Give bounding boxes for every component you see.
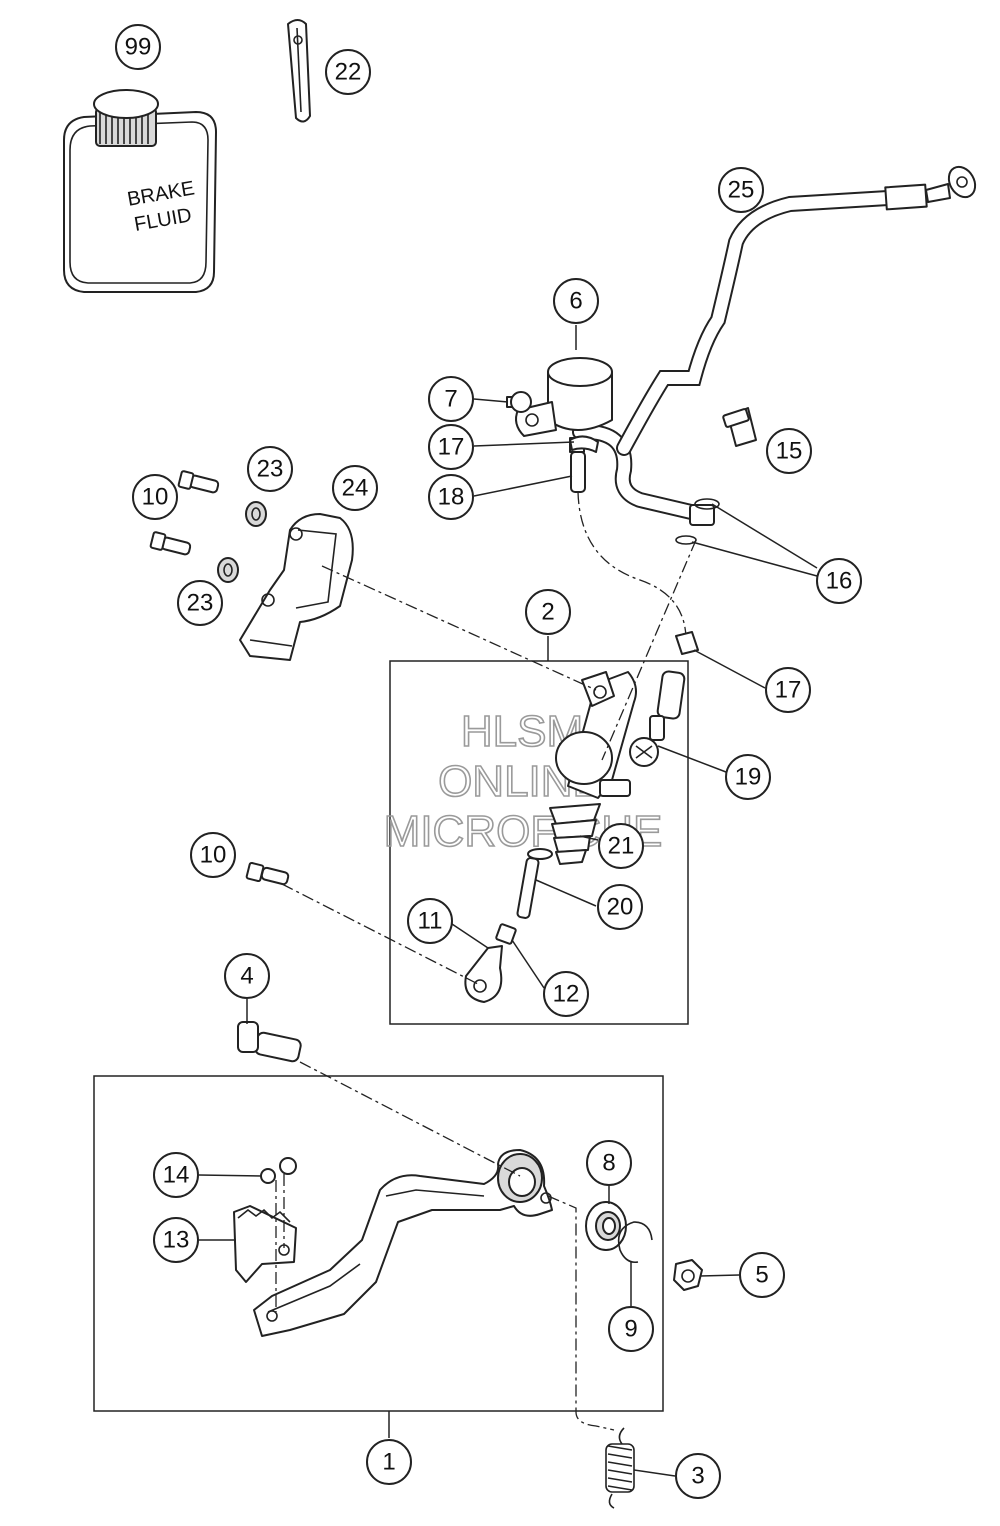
callout-20: 20 [597,884,643,930]
group-box-master-cylinder [389,660,689,1025]
callout-13: 13 [153,1217,199,1263]
tip-screws [260,1157,297,1184]
svg-text:13: 13 [163,1227,190,1254]
svg-text:4: 4 [240,963,253,990]
callout-23-upper: 23 [247,446,293,492]
brake-pedal-tip [233,1205,297,1283]
callout-25: 25 [718,167,764,213]
hose-clamp-upper [569,435,599,453]
callout-4: 4 [224,953,270,999]
callout-11: 11 [407,898,453,944]
svg-text:12: 12 [553,981,580,1008]
callout-14: 14 [153,1152,199,1198]
svg-text:7: 7 [444,386,457,413]
washer-lower [217,557,239,583]
svg-text:15: 15 [776,438,803,465]
push-rod [516,848,553,919]
svg-text:24: 24 [342,475,369,502]
svg-text:17: 17 [438,434,465,461]
master-cylinder-guard [239,513,354,661]
svg-text:2: 2 [541,599,554,626]
callout-24: 24 [332,465,378,511]
svg-text:11: 11 [418,908,443,935]
callout-2: 2 [525,589,571,635]
master-cylinder [555,671,637,799]
bolt-upper-a [177,470,220,494]
callout-19: 19 [725,754,771,800]
svg-text:10: 10 [200,842,227,869]
circlip [617,1221,653,1264]
callout-12: 12 [543,971,589,1017]
svg-text:10: 10 [142,484,169,511]
svg-text:23: 23 [257,456,284,483]
bolt-lower [245,861,290,886]
brake-fluid-bottle: BRAKE FLUID [63,89,217,293]
svg-text:18: 18 [438,484,465,511]
rubber-boot [549,803,601,865]
callout-6: 6 [553,278,599,324]
svg-text:16: 16 [826,568,853,595]
pedal-bearing [585,1201,627,1251]
svg-text:22: 22 [335,59,362,86]
svg-text:23: 23 [187,590,214,617]
callout-8: 8 [586,1140,632,1186]
lock-nut [495,923,517,945]
washer-upper [245,501,267,527]
return-spring [605,1427,635,1509]
group-box-brake-pedal [93,1075,664,1412]
callout-21: 21 [598,823,644,869]
reservoir-hose [570,451,687,641]
svg-text:3: 3 [691,1463,704,1490]
callout-16: 16 [816,558,862,604]
flange-nut [673,1259,703,1291]
callout-9: 9 [608,1306,654,1352]
callout-99: 99 [115,24,161,70]
clevis [464,945,503,1003]
callout-10-upper: 10 [132,474,178,520]
bolt-upper-b [149,531,192,556]
pivot-bolt [237,1021,302,1063]
callout-3: 3 [675,1453,721,1499]
svg-text:21: 21 [608,833,635,860]
callout-18: 18 [428,474,474,520]
brake-pedal [253,1149,553,1337]
svg-text:5: 5 [755,1262,768,1289]
svg-text:1: 1 [382,1449,395,1476]
callout-5: 5 [739,1252,785,1298]
callout-1: 1 [366,1439,412,1485]
reservoir-screw [506,391,532,413]
svg-text:14: 14 [163,1162,190,1189]
hose-piece [656,670,686,720]
callout-23-lower: 23 [177,580,223,626]
callout-17-upper: 17 [428,424,474,470]
callout-7: 7 [428,376,474,422]
callout-17-lower: 17 [765,667,811,713]
cotter-pin [287,19,311,123]
svg-text:9: 9 [624,1316,637,1343]
hose-clamp-lower [675,631,699,655]
bleeder-fitting [722,407,757,447]
brake-hose [572,165,977,526]
svg-text:6: 6 [569,288,582,315]
callout-10-lower: 10 [190,832,236,878]
svg-text:8: 8 [602,1150,615,1177]
elbow-fitting [629,715,665,767]
svg-text:20: 20 [607,894,634,921]
svg-text:19: 19 [735,764,762,791]
svg-text:25: 25 [728,177,755,204]
callout-22: 22 [325,49,371,95]
svg-text:17: 17 [775,677,802,704]
svg-text:99: 99 [125,34,152,61]
callout-15: 15 [766,428,812,474]
